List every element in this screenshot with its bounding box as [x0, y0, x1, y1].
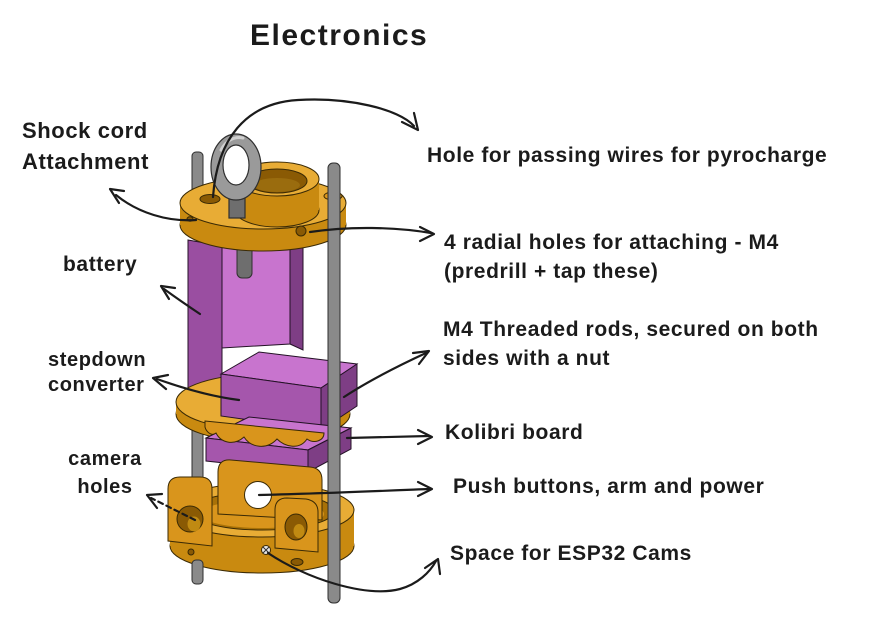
leader-push-buttons [257, 480, 434, 498]
label-kolibri-board: Kolibri board [445, 421, 584, 444]
leader-m4-rods [342, 349, 431, 399]
kolibri-bracket [204, 420, 325, 447]
leader-arrows [108, 98, 442, 593]
label-shock-cord: Shock cord Attachment [22, 115, 149, 177]
label-esp32-cams: Space for ESP32 Cams [450, 542, 692, 565]
leader-radial-holes [308, 225, 436, 243]
page-title: Electronics [250, 19, 429, 52]
label-m4-rods-line2: sides with a nut [443, 347, 611, 370]
leader-kolibri [345, 428, 434, 446]
label-wire-hole: Hole for passing wires for pyrocharge [427, 144, 828, 167]
label-stepdown-converter: stepdown converter [48, 348, 146, 398]
label-shock-cord-line2: Attachment [22, 149, 150, 174]
label-shock-cord-line1: Shock cord [22, 118, 148, 143]
leader-camera-holes [145, 492, 197, 522]
label-m4-rods: M4 Threaded rods, secured on both sides … [443, 315, 819, 373]
leader-shock-cord [108, 187, 198, 222]
label-camera-holes: camera holes [60, 445, 150, 501]
leader-esp32 [266, 551, 442, 593]
label-push-buttons: Push buttons, arm and power [453, 475, 765, 498]
leader-wire-hole [211, 98, 420, 199]
label-radial-holes-line2: (predrill + tap these) [444, 260, 659, 283]
label-battery: battery [63, 253, 138, 276]
label-radial-holes: 4 radial holes for attaching - M4 (predr… [444, 228, 779, 286]
label-camera-holes-line1: camera [68, 448, 142, 470]
label-m4-rods-line1: M4 Threaded rods, secured on both [443, 318, 819, 341]
threaded-rod-left-tip [191, 559, 204, 585]
label-stepdown-line2: converter [48, 374, 145, 396]
wire-pass-hole [199, 194, 221, 204]
leader-battery [159, 284, 202, 316]
label-stepdown-line1: stepdown [48, 349, 147, 371]
radial-hole [295, 225, 307, 237]
label-camera-holes-line2: holes [77, 476, 133, 498]
leader-stepdown [151, 373, 241, 402]
label-radial-holes-line1: 4 radial holes for attaching - M4 [444, 231, 779, 254]
camera-mount [167, 459, 355, 574]
